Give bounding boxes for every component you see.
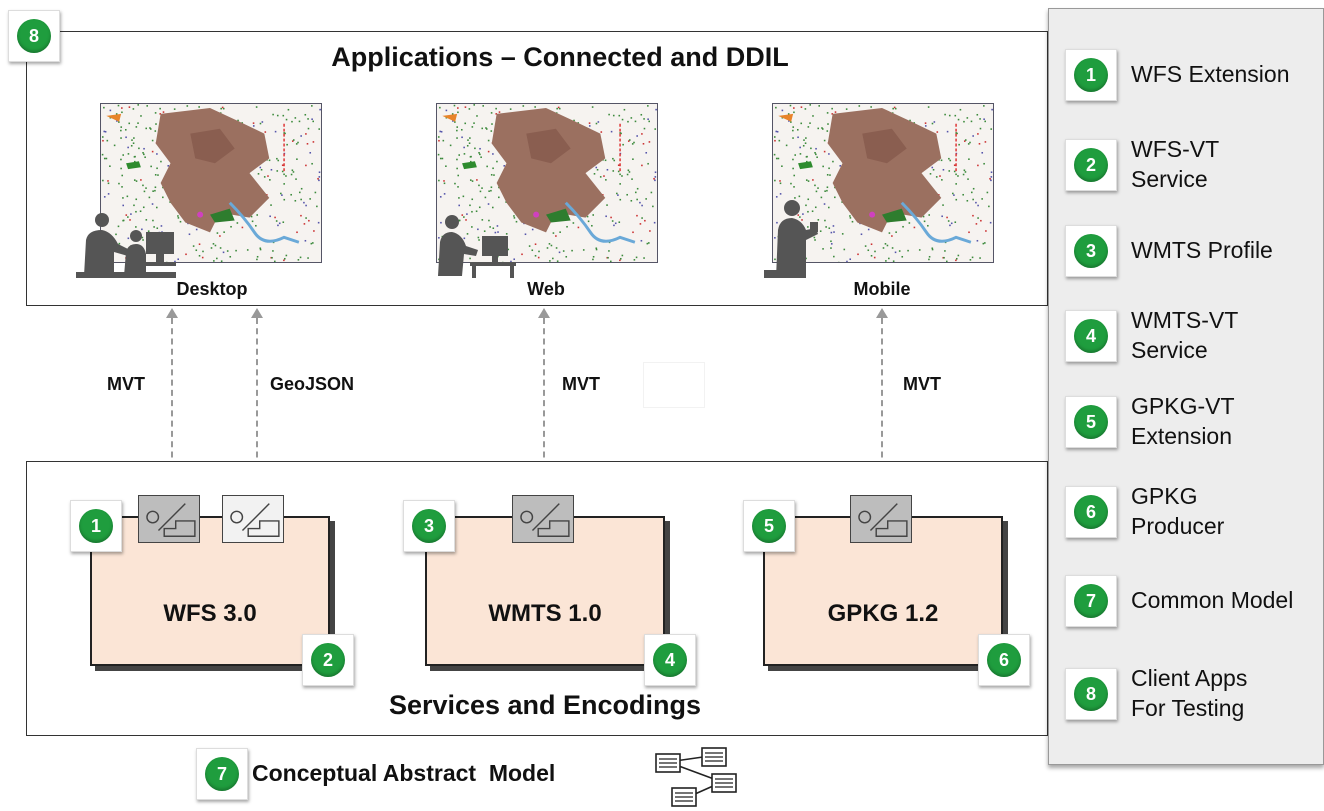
arrowhead-up bbox=[166, 308, 178, 318]
connection-line bbox=[881, 318, 883, 478]
arrowhead-up bbox=[251, 308, 263, 318]
legend-item: 5 GPKG-VT Extension bbox=[1049, 393, 1324, 451]
desktop-users-icon bbox=[76, 213, 176, 278]
map-image bbox=[101, 104, 321, 262]
badge-card: 6 bbox=[1065, 486, 1117, 538]
legend-text: WFS Extension bbox=[1131, 61, 1290, 88]
badge-number: 7 bbox=[205, 757, 239, 791]
legend-text: WMTS Profile bbox=[1131, 237, 1273, 264]
badge-card: 1 bbox=[1065, 49, 1117, 101]
badge-number: 2 bbox=[311, 643, 345, 677]
badge-number: 3 bbox=[1074, 234, 1108, 268]
arrowhead-up bbox=[876, 308, 888, 318]
legend-item: 3 WMTS Profile bbox=[1049, 222, 1324, 280]
service-box-wmts: WMTS 1.0 bbox=[425, 516, 665, 666]
badge-number: 5 bbox=[752, 509, 786, 543]
service-label: GPKG 1.2 bbox=[827, 600, 939, 627]
web-user-icon bbox=[438, 215, 516, 278]
app-label-desktop: Desktop bbox=[176, 279, 248, 299]
badge-card: 8 bbox=[1065, 668, 1117, 720]
service-label: WFS 3.0 bbox=[163, 600, 257, 627]
connection-line bbox=[171, 318, 173, 478]
legend-panel: 1 WFS Extension 2 WFS-VT Service 3 WMTS … bbox=[1048, 8, 1324, 765]
connection-line bbox=[256, 318, 258, 478]
vector-tile-icon bbox=[138, 495, 200, 543]
connection-line bbox=[543, 318, 545, 478]
connection-label-mvt: MVT bbox=[562, 374, 600, 394]
legend-text: WMTS-VT Service bbox=[1131, 307, 1239, 363]
legend-item: 7 Common Model bbox=[1049, 572, 1324, 630]
web-map bbox=[436, 103, 658, 263]
badge-number: 1 bbox=[1074, 58, 1108, 92]
arrowhead-up bbox=[538, 308, 550, 318]
badge-number: 2 bbox=[1074, 148, 1108, 182]
badge-number: 8 bbox=[1074, 677, 1108, 711]
model-label: Conceptual Abstract Model bbox=[252, 760, 556, 786]
service-label: WMTS 1.0 bbox=[488, 600, 602, 627]
badge-card: 7 bbox=[1065, 575, 1117, 627]
connection-label-mvt: MVT bbox=[903, 374, 941, 394]
badge-number: 6 bbox=[1074, 495, 1108, 529]
vector-tile-icon bbox=[222, 495, 284, 543]
vector-tile-icon bbox=[512, 495, 574, 543]
legend-text: Client Apps For Testing bbox=[1131, 665, 1248, 721]
service-box-wfs: WFS 3.0 bbox=[90, 516, 330, 666]
badge-card-6: 6 bbox=[978, 634, 1030, 686]
badge-card-8: 8 bbox=[8, 10, 60, 62]
mobile-map bbox=[772, 103, 994, 263]
badge-card: 3 bbox=[1065, 225, 1117, 277]
connection-label-mvt: MVT bbox=[107, 374, 145, 394]
legend-item: 4 WMTS-VT Service bbox=[1049, 307, 1324, 365]
badge-card: 4 bbox=[1065, 310, 1117, 362]
badge-number: 7 bbox=[1074, 584, 1108, 618]
badge-number: 6 bbox=[987, 643, 1021, 677]
legend-text: WFS-VT Service bbox=[1131, 136, 1220, 192]
map-image bbox=[437, 104, 657, 262]
badge-card-7: 7 bbox=[196, 748, 248, 800]
connection-label-geojson: GeoJSON bbox=[270, 374, 355, 394]
badge-number: 8 bbox=[17, 19, 51, 53]
mobile-user-icon bbox=[764, 200, 818, 278]
app-label-mobile: Mobile bbox=[853, 279, 911, 299]
badge-card: 5 bbox=[1065, 396, 1117, 448]
blank-placeholder bbox=[643, 362, 705, 408]
badge-card-3: 3 bbox=[403, 500, 455, 552]
badge-card-5: 5 bbox=[743, 500, 795, 552]
badge-card: 2 bbox=[1065, 139, 1117, 191]
model-diagram-icon bbox=[655, 747, 737, 807]
legend-item: 8 Client Apps For Testing bbox=[1049, 665, 1324, 723]
legend-text: GPKG Producer bbox=[1131, 483, 1225, 539]
badge-card-2: 2 bbox=[302, 634, 354, 686]
applications-title: Applications – Connected and DDIL bbox=[331, 42, 789, 72]
badge-number: 1 bbox=[79, 509, 113, 543]
legend-item: 2 WFS-VT Service bbox=[1049, 136, 1324, 194]
badge-number: 4 bbox=[1074, 319, 1108, 353]
vector-tile-icon bbox=[850, 495, 912, 543]
badge-number: 3 bbox=[412, 509, 446, 543]
badge-card-4: 4 bbox=[644, 634, 696, 686]
badge-card-1: 1 bbox=[70, 500, 122, 552]
services-title: Services and Encodings bbox=[388, 690, 702, 720]
badge-number: 5 bbox=[1074, 405, 1108, 439]
legend-text: Common Model bbox=[1131, 587, 1294, 614]
legend-text: GPKG-VT Extension bbox=[1131, 393, 1235, 449]
badge-number: 4 bbox=[653, 643, 687, 677]
legend-item: 6 GPKG Producer bbox=[1049, 483, 1324, 541]
legend-item: 1 WFS Extension bbox=[1049, 46, 1324, 104]
app-label-web: Web bbox=[527, 279, 565, 299]
map-image bbox=[773, 104, 993, 262]
